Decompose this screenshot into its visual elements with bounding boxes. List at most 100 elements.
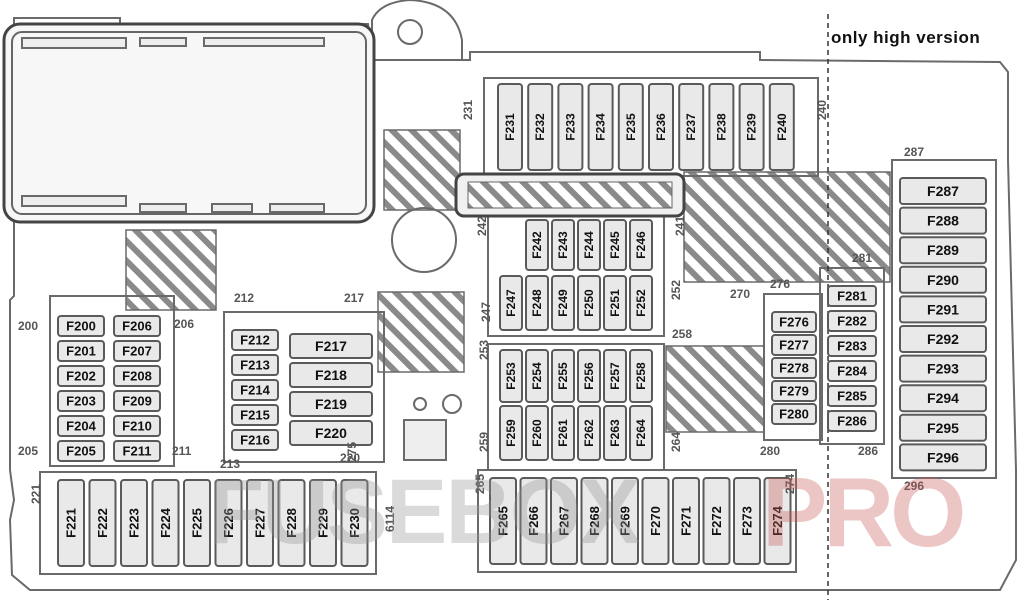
screw-hole	[413, 397, 427, 411]
fuse-f244: F244	[577, 219, 601, 271]
fuse-f295: F295	[899, 413, 987, 442]
fuse-body	[827, 385, 877, 407]
connector-label-258: 258	[672, 327, 692, 341]
fuse-body	[603, 275, 627, 331]
fuse-label: F272	[709, 506, 724, 536]
group-frame	[223, 311, 385, 463]
fuse-f237: F237	[678, 83, 705, 171]
fuse-body	[629, 275, 653, 331]
fuse-label: F216	[240, 433, 270, 448]
fuse-label: F286	[837, 414, 867, 429]
fuse-f203: F203	[57, 390, 105, 412]
screw-hole	[391, 207, 457, 273]
connector-label-286: 286	[858, 444, 878, 458]
fuse-label: F230	[347, 508, 362, 538]
fuse-body	[827, 335, 877, 357]
connector-label-265: 265	[473, 474, 487, 494]
fuse-f254: F254	[525, 349, 549, 403]
fuse-body	[577, 349, 601, 403]
fuse-label: F242	[530, 231, 544, 259]
fuse-body	[551, 275, 575, 331]
fuse-label: F296	[927, 449, 959, 465]
fuse-f290: F290	[899, 265, 987, 294]
connector-label-247: 247	[479, 302, 493, 322]
fuse-f228: F228	[277, 479, 306, 567]
fuse-body	[277, 479, 306, 567]
fuse-label: F225	[190, 508, 205, 538]
fuse-label: F200	[66, 319, 96, 334]
fuse-label: F231	[503, 113, 517, 141]
fuse-label: F288	[927, 213, 959, 229]
fuse-body	[231, 429, 279, 451]
connector-label-252: 252	[669, 280, 683, 300]
watermark-logo-pro: PRO	[762, 457, 966, 567]
fuse-f289: F289	[899, 236, 987, 265]
fuse-body	[113, 415, 161, 437]
fuse-f221: F221	[57, 479, 85, 567]
fuse-body	[340, 479, 369, 567]
fuse-f273: F273	[733, 477, 761, 565]
fuse-body	[899, 325, 987, 353]
fuse-f258: F258	[629, 349, 653, 403]
relay-latch	[21, 37, 127, 49]
fuse-label: F232	[533, 113, 547, 141]
fuse-f211: F211	[113, 440, 161, 462]
fuse-label: F246	[634, 231, 648, 259]
high-version-note: only high version	[831, 28, 981, 47]
fuse-body	[289, 333, 373, 359]
fuse-label: F238	[714, 113, 728, 141]
fuse-f253: F253	[499, 349, 523, 403]
fuse-f263: F263	[603, 405, 627, 461]
ground-pad	[403, 419, 447, 461]
fuse-f278: F278	[771, 357, 817, 379]
fuse-f206: F206	[113, 315, 161, 337]
fuse-f252: F252	[629, 275, 653, 331]
fuse-label: F259	[504, 419, 518, 447]
relay-socket	[683, 171, 891, 283]
screw-hole	[442, 394, 462, 414]
fuse-body	[708, 83, 735, 171]
fuse-body	[557, 83, 584, 171]
fuse-f238: F238	[708, 83, 735, 171]
fuse-body	[499, 405, 523, 461]
fuse-body	[771, 380, 817, 402]
fuse-label: F203	[66, 394, 96, 409]
fuse-label: F281	[837, 289, 867, 304]
fuse-f201: F201	[57, 340, 105, 362]
fuse-body	[57, 365, 105, 387]
fuse-body	[231, 379, 279, 401]
fuse-body	[525, 349, 549, 403]
fuse-body	[702, 477, 731, 565]
connector-label-280: 280	[760, 444, 780, 458]
fuse-label: F263	[608, 419, 622, 447]
fuse-label: F210	[122, 419, 152, 434]
fuse-label: F276	[779, 315, 809, 330]
fuse-body	[648, 83, 674, 171]
fuse-f210: F210	[113, 415, 161, 437]
group-frame	[477, 469, 797, 573]
fuse-label: F228	[284, 508, 299, 538]
fuse-label: F226	[221, 508, 236, 538]
connector-label-275: 275	[345, 442, 359, 462]
fuse-label: F262	[582, 419, 596, 447]
fuse-f296: F296	[899, 443, 987, 472]
fuse-label: F224	[158, 507, 173, 537]
fuse-label: F239	[745, 113, 759, 141]
relay-latch	[139, 203, 187, 213]
connector-label-212: 212	[234, 291, 254, 305]
fuse-body	[113, 315, 161, 337]
fuse-f208: F208	[113, 365, 161, 387]
fuse-body	[113, 365, 161, 387]
fuse-body	[577, 275, 601, 331]
connector-label-213: 213	[220, 457, 240, 471]
fuse-label: F245	[608, 231, 622, 259]
fuse-label: F274	[770, 505, 785, 535]
fuse-label: F208	[122, 369, 152, 384]
fuse-body	[57, 440, 105, 462]
mounting-hole	[397, 19, 423, 45]
fuse-body	[550, 477, 578, 565]
fuse-f231: F231	[497, 83, 523, 171]
fuse-f233: F233	[557, 83, 584, 171]
fuse-label: F293	[927, 361, 959, 377]
fuse-label: F254	[530, 362, 544, 390]
